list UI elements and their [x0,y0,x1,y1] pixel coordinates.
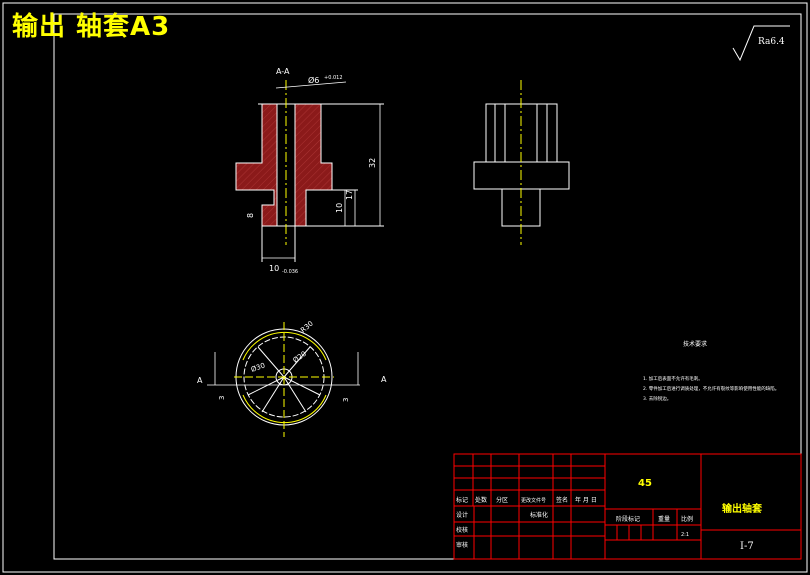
overlay-title: 输出 轴套A3 [12,12,171,42]
section-view: A-A Ø6 +0.012 32 17 10 8 10 [235,67,384,275]
dim-height-total: 32 [368,158,377,168]
tb-drawing-no: I-7 [740,541,754,552]
notes-item-1: 1. 加工后表面不允许有毛刺。 [643,375,703,382]
technical-notes: 技术要求 1. 加工后表面不允许有毛刺。 2. 零件加工后进行调质处理，不允许有… [643,340,779,402]
dim-bore-tol: +0.012 [324,75,343,81]
section-marker-left: A [197,376,203,385]
dim-height-10: 10 [335,203,344,213]
section-hatch-left [235,103,278,227]
inner-frame [53,13,802,560]
dim-small-8: 8 [246,213,255,218]
dim-width-10: 10 [269,264,279,273]
notes-item-2: 2. 零件加工后进行调质处理，不允许有裂纹等影响使用性能的缺陷。 [643,385,779,392]
section-marker-right: A [381,375,387,384]
dim-3-right: 3 [342,398,350,402]
notes-title: 技术要求 [683,340,707,348]
dim-d30: Ø30 [250,361,266,373]
dim-bore: Ø6 [308,75,319,85]
roughness-symbol [732,25,790,62]
tb-material: 45 [638,478,652,489]
dim-width-tol: -0.036 [282,269,298,275]
tb-design: 设计 [456,511,468,519]
dim-r30: R30 [299,320,315,335]
tb-header-4: 签名 [556,496,568,504]
section-hatch-right [294,103,333,227]
tb-header-5: 年 月 日 [575,496,597,504]
tb-standard: 标准化 [530,511,548,519]
title-block-text: 标记 处数 分区 更改文件号 签名 年 月 日 设计 标准化 校核 审核 阶段标… [456,496,693,549]
roughness-label: Ra6.4 [758,37,785,47]
tb-stage: 阶段标记 [616,515,640,523]
section-label: A-A [276,67,290,76]
dim-3-left: 3 [218,396,226,400]
tb-header-2: 分区 [496,496,508,504]
tb-header-0: 标记 [456,496,468,504]
title-block [453,453,802,560]
tb-scale: 比例 [681,515,693,523]
tb-header-1: 处数 [475,496,487,504]
notes-item-3: 3. 去除锐边。 [643,395,671,402]
top-view: R30 Ø30 Ø20 3 3 A A [197,320,387,437]
tb-audit: 审核 [456,541,468,549]
tb-header-3: 更改文件号 [521,497,546,504]
tb-scale-value: 2:1 [681,532,689,538]
tb-part-name: 输出轴套 [722,502,763,515]
dim-height-17: 17 [345,190,354,200]
tb-check: 校核 [456,526,468,534]
tb-weight: 重量 [658,515,670,523]
